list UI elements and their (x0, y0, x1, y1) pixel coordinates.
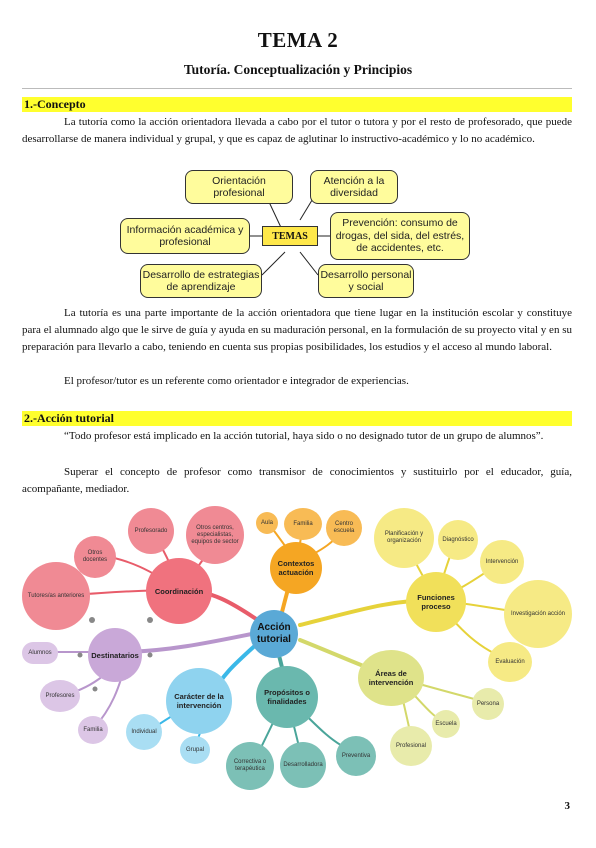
node-funciones: Funciones proceso (406, 572, 466, 632)
node-evaluacion: Evaluación (488, 642, 532, 682)
temas-box-informacion-academica: Información académica y profesional (120, 218, 250, 254)
node-individual: Individual (126, 714, 162, 750)
node-preventiva: Preventiva (336, 736, 376, 776)
node-profesores: Profesores (40, 680, 80, 712)
node-grupal: Grupal (180, 736, 210, 764)
concepto-paragraph-2: La tutoría es una parte importante de la… (22, 307, 572, 353)
node-contextos: Contextos actuación (270, 542, 322, 594)
node-investigacion-accion: Investigación acción (504, 580, 572, 648)
node-familia-dest: Familia (78, 716, 108, 744)
page-title: TEMA 2 (257, 28, 339, 52)
node-centro-escuela: Centro escuela (326, 510, 362, 546)
node-otros-docentes: Otros docentes (74, 536, 116, 578)
section-heading-accion-tutorial: 2.-Acción tutorial (22, 411, 572, 426)
section-heading-concepto: 1.-Concepto (22, 97, 572, 112)
page-number: 3 (564, 800, 571, 812)
concepto-paragraph-1: La tutoría como la acción orientadora ll… (22, 116, 572, 145)
temas-box-prevencion: Prevención: consumo de drogas, del sida,… (330, 212, 470, 260)
node-profesional: Profesional (390, 726, 432, 766)
node-profesorado: Profesorado (128, 508, 174, 554)
page-subtitle: Tutoría. Conceptualización y Principios (183, 62, 413, 77)
node-planificacion: Planificación y organización (374, 508, 434, 568)
temas-box-estrategias-aprendizaje: Desarrollo de estrategias de aprendizaje (140, 264, 262, 298)
node-destinatarios: Destinatarios (88, 628, 142, 682)
node-aula: Aula (256, 512, 278, 534)
header-divider (22, 88, 572, 89)
dot-marker (77, 652, 83, 658)
temas-box-desarrollo-personal: Desarrollo personal y social (318, 264, 414, 298)
node-propositos: Propósitos o finalidades (256, 666, 318, 728)
node-desarrolladora: Desarrolladora (280, 742, 326, 788)
dot-marker (147, 652, 153, 658)
node-diagnostico: Diagnóstico (438, 520, 478, 560)
temas-box-orientacion-profesional: Orientación profesional (185, 170, 293, 204)
temas-center: TEMAS (262, 226, 318, 246)
node-persona: Persona (472, 688, 504, 720)
node-tutores-anteriores: Tutores/as anteriores (22, 562, 90, 630)
accion-paragraph-1: “Todo profesor está implicado en la acci… (64, 430, 544, 442)
dot-marker (92, 686, 98, 692)
accion-paragraph-2: Superar el concepto de profesor como tra… (22, 466, 572, 495)
node-areas: Áreas de intervención (358, 650, 424, 706)
node-otros-centros: Otros centros, especialistas, equipos de… (186, 506, 244, 564)
node-caracter-intervencion: Carácter de la intervención (166, 668, 232, 734)
temas-box-atencion-diversidad: Atención a la diversidad (310, 170, 398, 204)
node-familia-ctx: Familia (284, 508, 322, 540)
node-correctiva: Correctiva o terapéutica (226, 742, 274, 790)
node-coordinacion: Coordinación (146, 558, 212, 624)
node-alumnos: Alumnos (22, 642, 58, 664)
dot-marker (147, 617, 153, 623)
node-intervencion: Intervención (480, 540, 524, 584)
concepto-paragraph-3: El profesor/tutor es un referente como o… (64, 375, 409, 387)
node-escuela: Escuela (432, 710, 460, 738)
mindmap-center: Acción tutorial (250, 610, 298, 658)
dot-marker (89, 617, 95, 623)
